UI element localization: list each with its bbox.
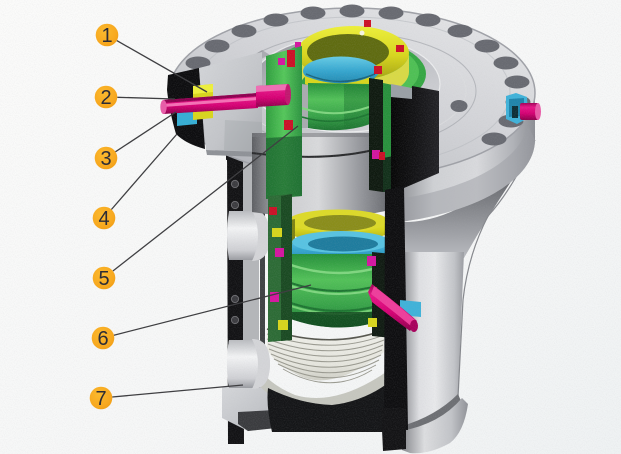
svg-text:2: 2	[100, 87, 111, 109]
svg-text:3: 3	[100, 148, 111, 170]
svg-text:6: 6	[97, 328, 108, 350]
svg-text:4: 4	[98, 208, 109, 230]
svg-text:5: 5	[98, 268, 109, 290]
svg-text:1: 1	[101, 25, 112, 47]
svg-text:7: 7	[95, 388, 106, 410]
